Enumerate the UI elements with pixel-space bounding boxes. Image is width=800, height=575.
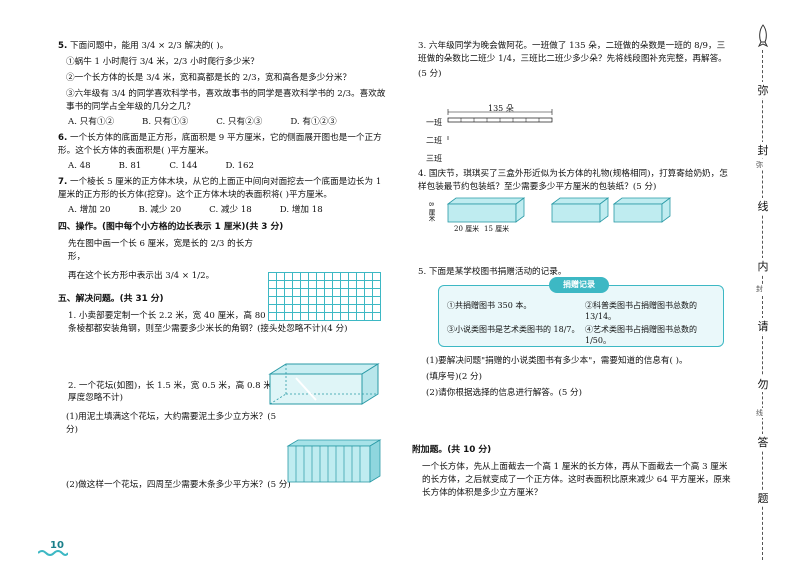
segment-diagram: 135 朵 一班 二班 三班 [426,103,556,167]
donation-record-title: 捐赠记录 [549,277,609,293]
problem-3-score: (5 分) [418,68,442,79]
section-4-title: 四、操作。(图中每个小方格的边长表示 1 厘米)(共 3 分) [58,221,284,232]
operation-grid[interactable] [268,272,381,321]
q6-option-b[interactable]: B. 81 [118,161,142,172]
problem-2: 2. 一个花坛(如图)，长 1.5 米，宽 0.5 米，高 0.8 米，四周用木… [68,380,379,404]
record-note-1: ①共捐赠图书 350 本。 [447,301,532,310]
problem-4-block: 4. 国庆节，琪琪买了三盒外形近似为长方体的礼物(规格相同)，打算寄给奶奶，怎样… [418,168,730,196]
q7-options: A. 增加 20 B. 减少 20 C. 减少 18 D. 增加 18 [58,204,386,217]
rocket-icon [757,24,769,48]
problem-2-part-1: (1)用泥土填满这个花坛，大约需要泥土多少立方米？(5 分) [66,412,277,436]
record-note-4: ④艺术类图书占捐赠图书总数的 1/50。 [585,325,697,345]
gift-boxes-figure [446,197,672,223]
margin-small-2: 封 [756,284,763,294]
problem-5-part-1-note: (填序号)(2 分) [426,371,482,382]
flower-bed-figure [286,439,382,483]
margin-char-3: 线 [752,198,774,214]
q7-option-d[interactable]: D. 增加 18 [279,204,323,215]
problem-2-part-2: (2)做这样一个花坛，四周至少需要木条多少平方米？(5 分) [66,480,291,491]
box-dimension-3: 8 厘米 [427,202,435,222]
q5-item-2: ②一个长方体的长是 3/4 米，宽和高都是长的 2/3，宽和高各是多少分米？ [66,72,352,83]
problem-1: 1. 小卖部要定制一个长 2.2 米，宽 40 厘米，高 80 厘米的玻璃柜台，… [68,310,372,334]
donation-record-box: 捐赠记录 ①共捐赠图书 350 本。 ②科普类图书占捐赠图书总数的 13/14。… [438,277,724,347]
q7-option-a[interactable]: A. 增加 20 [68,204,111,215]
q5-option-a[interactable]: A. 只有①② [68,117,115,128]
margin-char-1: 弥 [752,82,774,98]
bonus-block: 附加题。(共 10 分) 一个长方体，先从上面截去一个高 1 厘米的长方体，再从… [412,440,734,500]
question-6: 6. 一个长方体的底面是正方形，底面积是 9 平方厘米，它的侧面展开图也是一个正… [58,133,382,157]
record-note-3: ③小说类图书是艺术类图书的 18/7。 [447,325,580,334]
right-column: 3. 六年级同学为晚会做阿花。一班做了 135 朵，二班做的朵数是一班的 8/9… [418,40,730,81]
q5-option-b[interactable]: B. 只有①③ [142,117,189,128]
margin-char-7: 答 [752,434,774,450]
q6-option-d[interactable]: D. 162 [225,161,254,172]
margin-char-5: 请 [752,318,774,334]
segment-lines [447,109,553,140]
record-note-2: ②科普类图书占捐赠图书总数的 13/14。 [585,301,697,321]
margin-char-2: 封 [752,142,774,158]
glass-counter-figure [268,363,380,405]
operation-text-2: 再在这个长方形中表示出 3/4 × 1/2。 [68,270,215,281]
problem-5-parts: (1)要解决问题"捐赠的小说类图书有多少本"，需要知道的信息有( )。 (填序号… [418,352,730,403]
box-dimension-1: 20 厘米 [454,225,480,233]
left-column: 5. 下面问题中，能用 3/4 × 2/3 解决的( )。 ①蜗牛 1 小时爬行… [58,40,386,495]
segment-row-2: 二班 [426,136,442,145]
problem-3: 3. 六年级同学为晚会做阿花。一班做了 135 朵，二班做的朵数是一班的 8/9… [418,41,727,64]
q5-item-3: ③六年级有 3/4 的同学喜欢科学书，喜欢故事书的同学是喜欢科学书的 2/3。喜… [66,88,386,112]
margin-char-8: 题 [752,490,774,506]
segment-total-label: 135 朵 [488,104,514,113]
q7-option-c[interactable]: C. 减少 18 [209,204,252,215]
q6-option-a[interactable]: A. 48 [68,161,91,172]
problem-5-part-1: (1)要解决问题"捐赠的小说类图书有多少本"，需要知道的信息有( )。 [426,356,688,366]
problem-5: 5. 下面是某学校图书捐赠活动的记录。 [418,267,567,277]
question-7: 7. 一个棱长 5 厘米的正方体木块，从它的上面正中间向对面挖去一个底面是边长为… [58,177,382,200]
question-5: 5. 下面问题中，能用 3/4 × 2/3 解决的( )。 [58,41,229,51]
bonus-problem: 一个长方体，先从上面截去一个高 1 厘米的长方体，再从下面截去一个高 3 厘米的… [422,462,731,498]
q5-option-d[interactable]: D. 有①②③ [290,117,337,128]
margin-small-3: 线 [756,408,763,418]
problem-4: 4. 国庆节，琪琪买了三盒外形近似为长方体的礼物(规格相同)，打算寄给奶奶，怎样… [418,169,728,192]
binding-margin: 弥 封 弥 线 内 封 请 勿 线 答 题 [748,20,778,560]
bonus-title: 附加题。(共 10 分) [412,445,492,455]
page-number-wave-icon [38,550,68,556]
problem-5-part-2: (2)请你根据选择的信息进行解答。(5 分) [426,387,582,398]
operation-text-1: 先在图中画一个长 6 厘米，宽是长的 2/3 的长方形， [68,238,253,262]
q5-item-1: ①蜗牛 1 小时爬行 3/4 米，2/3 小时爬行多少米？ [66,56,259,67]
q7-option-b[interactable]: B. 减少 20 [138,204,182,215]
q6-options: A. 48 B. 81 C. 144 D. 162 [58,160,386,173]
margin-char-6: 勿 [752,376,774,392]
q5-options: A. 只有①② B. 只有①③ C. 只有②③ D. 有①②③ [58,116,386,129]
box-dimension-2: 15 厘米 [484,225,510,233]
q6-option-c[interactable]: C. 144 [169,161,198,172]
segment-row-3: 三班 [426,154,442,163]
problem-5-block: 5. 下面是某学校图书捐赠活动的记录。 [418,266,730,281]
q5-option-c[interactable]: C. 只有②③ [216,117,263,128]
section-5-title: 五、解决问题。(共 31 分) [58,293,164,304]
segment-row-1: 一班 [426,118,442,127]
margin-char-4: 内 [752,258,774,274]
dashed-cut-line [762,50,763,560]
page-number: 10 [50,540,64,551]
margin-small-1: 弥 [756,160,763,170]
